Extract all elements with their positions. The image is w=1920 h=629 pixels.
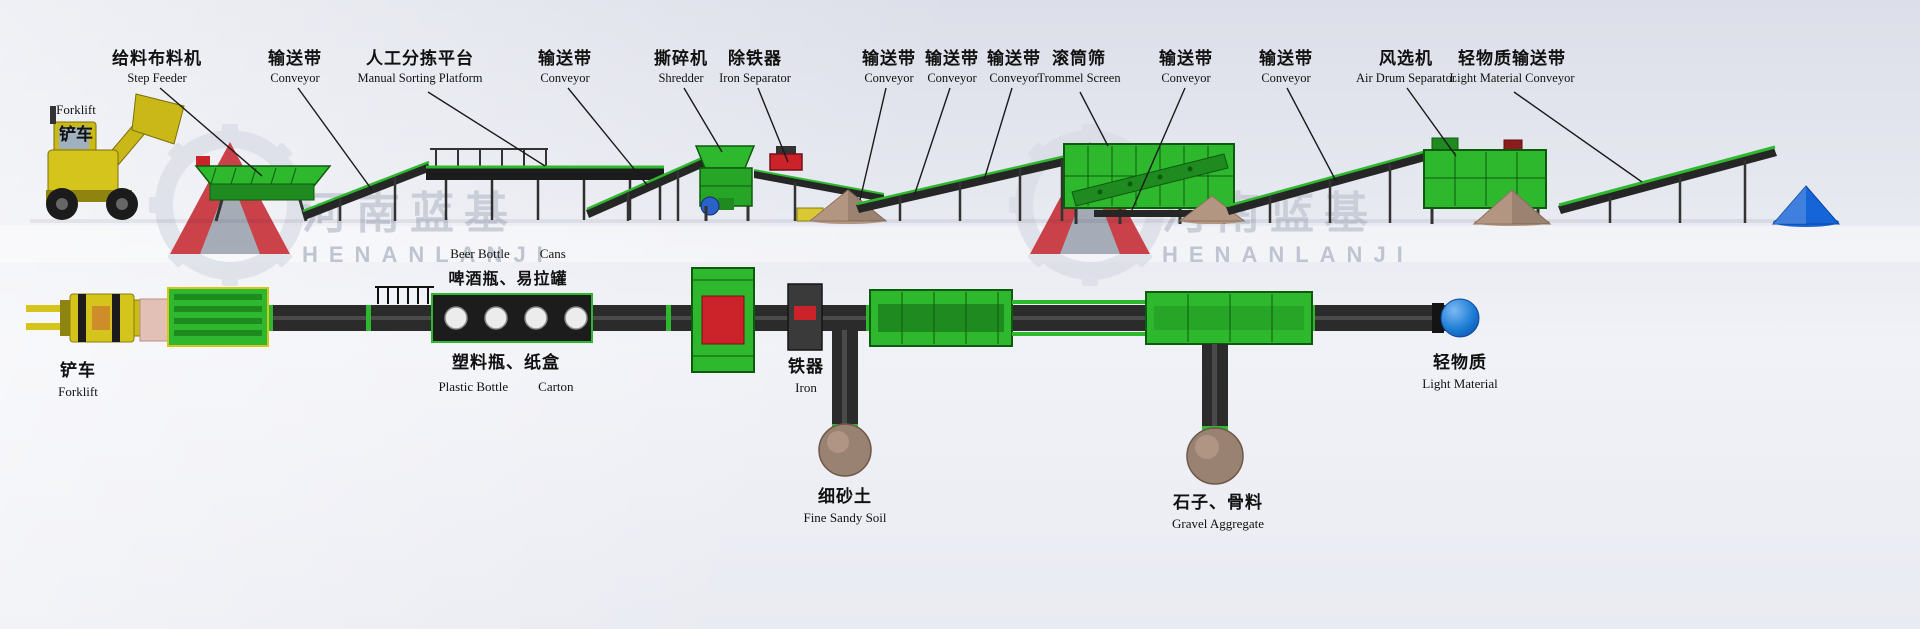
fines-drop-conveyor bbox=[818, 330, 872, 477]
light-material-cone bbox=[1771, 185, 1841, 227]
leader-lines bbox=[159, 87, 1643, 211]
sorting-platform-plan bbox=[431, 293, 593, 343]
step-feeder-plan bbox=[167, 287, 269, 347]
gravel-drop-conveyor bbox=[1186, 344, 1244, 485]
incline-conveyor-2 bbox=[586, 153, 711, 221]
iron-separator-plan bbox=[787, 283, 823, 351]
forklift-side bbox=[46, 93, 185, 220]
light-material-outlet bbox=[1432, 298, 1480, 338]
incline-conveyor-4 bbox=[1226, 149, 1429, 223]
forklift-plan bbox=[26, 293, 157, 343]
walkway-grating bbox=[375, 286, 434, 304]
shredder-plan bbox=[691, 267, 755, 373]
air-separator-plan bbox=[1145, 291, 1313, 345]
shredder bbox=[694, 145, 756, 221]
ground-shadow bbox=[30, 219, 1830, 223]
incline-conveyor-3 bbox=[856, 151, 1081, 221]
feed-hopper-pad bbox=[139, 298, 171, 342]
light-material-conveyor-side bbox=[1558, 145, 1777, 223]
trommel-plan bbox=[869, 289, 1013, 347]
